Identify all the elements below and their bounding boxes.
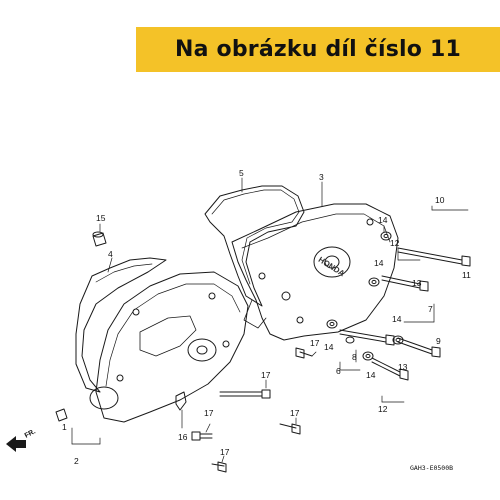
callout-10: 10 xyxy=(435,195,445,205)
callout-17-c: 17 xyxy=(204,408,214,418)
drawing-code: GAH3-E0500B xyxy=(410,464,453,472)
callout-11: 11 xyxy=(462,270,471,280)
callout-14-d: 14 xyxy=(324,342,334,352)
direction-label: FR. xyxy=(24,428,37,440)
callout-labels: 15 4 5 3 10 14 12 11 14 13 7 14 9 17 14 … xyxy=(62,168,471,466)
brand-mark: HONDA xyxy=(317,255,347,278)
left-cover-boss xyxy=(187,338,217,362)
callout-6: 6 xyxy=(336,366,341,376)
callout-1: 1 xyxy=(62,422,67,432)
callout-13-a: 13 xyxy=(412,278,422,288)
callout-14-c: 14 xyxy=(392,314,402,324)
callout-7: 7 xyxy=(428,304,433,314)
bolt-11-group xyxy=(397,247,471,267)
dowel-1 xyxy=(55,408,68,422)
callout-12-a: 12 xyxy=(390,238,400,248)
part-number-banner: Na obrázku díl číslo 11 xyxy=(136,27,500,72)
dowel-15 xyxy=(92,232,107,247)
left-cover xyxy=(95,271,249,423)
clip-16 xyxy=(175,391,187,411)
callout-5: 5 xyxy=(239,168,244,178)
callout-8: 8 xyxy=(352,352,357,362)
gasket-left xyxy=(75,257,167,393)
callout-17-b: 17 xyxy=(261,370,271,380)
gasket-right xyxy=(204,185,305,307)
callout-15: 15 xyxy=(96,213,106,223)
right-cover-boss xyxy=(313,246,351,278)
right-cover xyxy=(231,203,399,341)
callout-14-b: 14 xyxy=(374,258,384,268)
callout-17-a: 17 xyxy=(310,338,320,348)
callout-3: 3 xyxy=(319,172,324,182)
callout-9: 9 xyxy=(436,336,441,346)
callout-17-e: 17 xyxy=(220,447,230,457)
callout-2: 2 xyxy=(74,456,79,466)
callout-12-b: 12 xyxy=(378,404,388,414)
front-direction-arrow: FR. xyxy=(6,428,37,452)
callout-4: 4 xyxy=(108,249,113,259)
callout-14-e: 14 xyxy=(366,370,376,380)
callout-17-d: 17 xyxy=(290,408,300,418)
callout-14-a: 14 xyxy=(378,215,388,225)
callout-16: 16 xyxy=(178,432,188,442)
callout-13-b: 13 xyxy=(398,362,408,372)
banner-title: Na obrázku díl číslo 11 xyxy=(175,37,461,62)
